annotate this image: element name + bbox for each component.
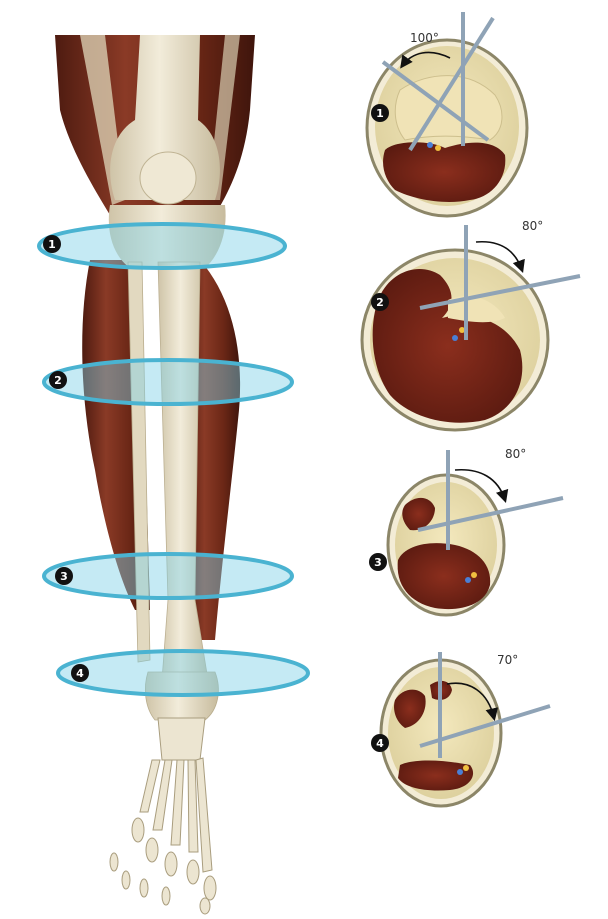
leg-marker-3-number: 3: [60, 570, 68, 583]
section-3-marker-number: 3: [374, 556, 382, 569]
foot-bones: [110, 718, 216, 914]
section-4-angle-label: 70°: [497, 653, 518, 667]
section-2-angle-label: 80°: [522, 219, 543, 233]
section-plane-4: [58, 651, 308, 695]
cross-section-1: 100° 1: [367, 12, 527, 216]
section-plane-2: [44, 360, 292, 404]
section-plane-1: [39, 224, 285, 268]
section-2-marker-number: 2: [376, 296, 384, 309]
leg-marker-4: 4: [71, 664, 89, 682]
leg-marker-2-number: 2: [54, 374, 62, 387]
cross-section-2: 80° 2: [362, 219, 580, 430]
section-1-marker-number: 1: [376, 107, 384, 120]
leg-marker-1-number: 1: [48, 238, 56, 251]
patella-bone: [140, 152, 196, 204]
leg-marker-4-number: 4: [76, 667, 84, 680]
section-1-angle-label: 100°: [410, 31, 439, 45]
section-3-angle-label: 80°: [505, 447, 526, 461]
section-plane-3: [44, 554, 292, 598]
section-4-marker-number: 4: [376, 737, 384, 750]
leg-marker-2: 2: [49, 371, 67, 389]
leg-level-markers: 1 2 3 4: [43, 235, 89, 682]
cross-section-4: 70° 4: [371, 652, 550, 806]
leg-marker-3: 3: [55, 567, 73, 585]
section-4-muscle-b: [398, 760, 473, 790]
leg-marker-1: 1: [43, 235, 61, 253]
leg-illustration: [55, 35, 255, 914]
cross-section-3: 80° 3: [369, 447, 563, 615]
